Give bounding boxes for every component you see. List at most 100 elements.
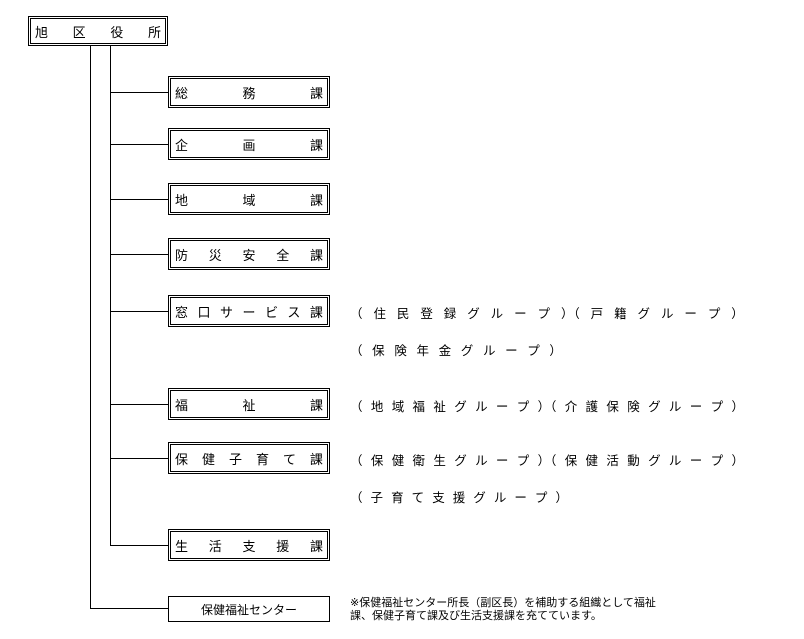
note-char: ー: [514, 306, 527, 321]
division-char: 健: [201, 452, 215, 468]
group-note-madoguchi-2: （ 保 険 年 金 グ ル ー プ ）: [350, 340, 562, 359]
division-char: 課: [309, 305, 323, 321]
note-char: 保: [606, 399, 619, 414]
note-char: 保: [564, 453, 578, 468]
trunk-line-outer: [90, 46, 91, 608]
note-char: ル: [475, 399, 488, 414]
note-char: ー: [505, 343, 518, 358]
division-char: 課: [309, 452, 323, 468]
note-char: （: [350, 306, 363, 321]
note-char: 険: [627, 399, 640, 414]
note-char: ）（: [537, 399, 557, 414]
note-char: 登: [420, 306, 433, 321]
division-char: ビ: [264, 305, 278, 321]
root-office-box: 旭 区 役 所: [28, 16, 168, 46]
note-char: ー: [495, 399, 509, 414]
division-char: 活: [208, 539, 222, 555]
division-box-chiiki: 地 域 課: [168, 183, 330, 215]
note-char: 子: [370, 490, 384, 505]
note-char: ）: [731, 399, 744, 414]
division-char: 生: [175, 539, 189, 555]
branch-line-hoken: [110, 458, 168, 459]
division-char: 課: [309, 248, 323, 264]
note-char: 保: [372, 343, 385, 358]
note-char: 健: [585, 453, 599, 468]
note-char: グ: [454, 399, 467, 414]
division-char: 福: [175, 398, 189, 414]
branch-line-chiiki: [110, 199, 168, 200]
division-box-seikatsu: 生 活 支 援 課: [168, 529, 330, 561]
note-char: 福: [412, 399, 426, 414]
note-char: ー: [495, 453, 509, 468]
note-char: 育: [391, 490, 404, 505]
division-char: 課: [309, 86, 323, 102]
group-note-madoguchi-1: （ 住 民 登 録 グ ル ー プ ）（ 戸 籍 グ ル ー プ ）: [350, 303, 744, 322]
division-char: 育: [255, 452, 269, 468]
note-char: グ: [454, 453, 467, 468]
note-char: グ: [648, 453, 661, 468]
branch-line-seikatsu: [110, 545, 168, 546]
note-char: （: [350, 490, 363, 505]
note-char: 険: [394, 343, 407, 358]
note-char: ル: [660, 306, 674, 321]
division-box-soumu: 総 務 課: [168, 76, 330, 108]
note-char: プ: [534, 490, 548, 505]
note-char: 保: [370, 453, 384, 468]
note-char: 援: [452, 490, 466, 505]
branch-line-kikaku: [110, 144, 168, 145]
group-note-fukushi-1: （ 地 域 福 祉 グ ル ー プ ）（ 介 護 保 険 グ ル ー プ ）: [350, 396, 744, 415]
note-char: ）（: [560, 306, 580, 321]
note-char: プ: [516, 453, 530, 468]
division-char: 災: [208, 248, 222, 264]
division-char: 課: [309, 193, 323, 209]
root-char: 旭: [35, 25, 49, 41]
note-char: プ: [516, 399, 530, 414]
note-char: ）: [731, 453, 744, 468]
note-char: 域: [391, 399, 405, 414]
note-char: プ: [710, 453, 724, 468]
note-char: プ: [537, 306, 551, 321]
health-welfare-center-box: 保健福祉センター: [168, 596, 330, 622]
note-char: ル: [668, 399, 682, 414]
note-char: （: [350, 399, 363, 414]
group-note-hoken-2: （ 子 育 て 支 援 グ ル ー プ ）: [350, 487, 568, 506]
note-char: ー: [689, 399, 703, 414]
note-char: 住: [373, 306, 386, 321]
division-char: 祉: [242, 398, 256, 414]
division-char: 地: [175, 193, 189, 209]
division-char: 課: [309, 539, 323, 555]
division-char: ー: [242, 305, 256, 321]
note-char: ー: [689, 453, 703, 468]
note-char: 動: [627, 453, 640, 468]
footnote-line: ※保健福祉センター所長（副区長）を補助する組織として福祉: [350, 596, 656, 609]
division-char: 口: [197, 305, 211, 321]
root-char: 役: [110, 25, 124, 41]
division-box-kikaku: 企 画 課: [168, 128, 330, 160]
division-char: 安: [242, 248, 256, 264]
division-char: 子: [228, 452, 242, 468]
root-char: 区: [72, 25, 86, 41]
note-char: ー: [514, 490, 527, 505]
note-char: 籍: [614, 306, 627, 321]
note-char: （: [350, 343, 363, 358]
division-char: 課: [309, 398, 323, 414]
note-char: 衛: [412, 453, 426, 468]
division-char: 域: [242, 193, 256, 209]
note-char: 金: [438, 343, 452, 358]
note-char: （: [350, 453, 363, 468]
division-char: 務: [242, 86, 256, 102]
branch-line-bousai: [110, 254, 168, 255]
division-char: サ: [219, 305, 233, 321]
note-char: ル: [668, 453, 682, 468]
division-char: 企: [175, 138, 189, 154]
note-char: 民: [396, 306, 410, 321]
note-char: 年: [416, 343, 429, 358]
note-char: 護: [585, 399, 599, 414]
division-char: 総: [175, 86, 189, 102]
division-box-hoken: 保 健 子 育 て 課: [168, 442, 330, 474]
note-char: グ: [637, 306, 651, 321]
note-char: ー: [684, 306, 697, 321]
group-note-hoken-1: （ 保 健 衛 生 グ ル ー プ ）（ 保 健 活 動 グ ル ー プ ）: [350, 450, 744, 469]
note-char: 地: [370, 399, 384, 414]
note-char: グ: [648, 399, 661, 414]
